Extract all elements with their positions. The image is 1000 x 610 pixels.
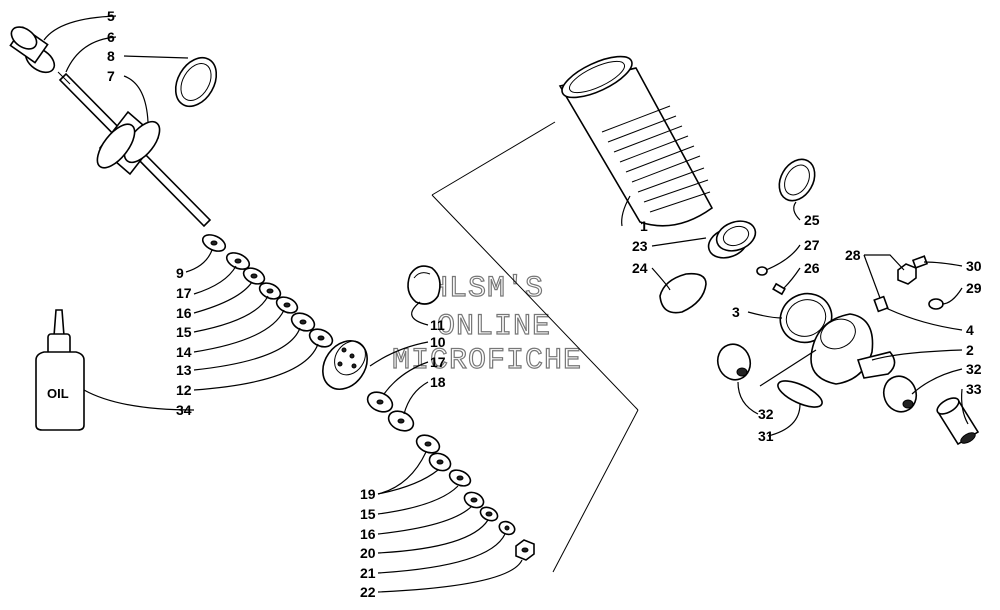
- bushing-32b: [882, 375, 918, 413]
- washer-21: [498, 520, 516, 536]
- washer-17b: [366, 391, 394, 413]
- callout-29: 29: [966, 280, 982, 296]
- leader-lines: [43, 15, 969, 593]
- washer-18: [387, 410, 415, 432]
- washer-20: [479, 506, 499, 522]
- callout-6: 6: [107, 29, 115, 45]
- callout-12: 12: [176, 382, 192, 398]
- callout-7: 7: [107, 68, 115, 84]
- callout-1: 1: [640, 218, 648, 234]
- callout-32-right: 32: [966, 361, 982, 377]
- o-ring: [174, 56, 218, 108]
- assembly-bracket: [431, 121, 639, 573]
- washer-9: [201, 234, 227, 252]
- valve-assembly: [873, 255, 944, 313]
- callout-16-lower: 16: [360, 526, 376, 542]
- callout-14: 14: [176, 344, 192, 360]
- washer-19b: [428, 452, 452, 472]
- piston-assembly: [322, 265, 441, 390]
- callout-30: 30: [966, 258, 982, 274]
- spring-adjuster: [707, 220, 757, 259]
- o-ring-27: [756, 266, 768, 276]
- callout-32-left: 32: [758, 406, 774, 422]
- callout-20: 20: [360, 545, 376, 561]
- callout-17-upper: 17: [176, 285, 192, 301]
- callout-16-upper: 16: [176, 305, 192, 321]
- lock-nut-22: [515, 539, 535, 561]
- callout-15-lower: 15: [360, 506, 376, 522]
- watermark-line-1: HLSM'S: [430, 272, 544, 306]
- callout-21: 21: [360, 565, 376, 581]
- spacer-31: [777, 380, 823, 408]
- screw-26: [772, 282, 786, 296]
- callout-3: 3: [732, 304, 740, 320]
- callout-33: 33: [966, 381, 982, 397]
- bushing-32a: [716, 343, 752, 381]
- callout-9: 9: [176, 265, 184, 281]
- watermark-line-3: MICROFICHE: [392, 344, 582, 378]
- callout-31: 31: [758, 428, 774, 444]
- callout-25: 25: [804, 212, 820, 228]
- callout-23: 23: [632, 238, 648, 254]
- callout-22: 22: [360, 584, 376, 600]
- retaining-clip: [659, 272, 707, 314]
- callout-34: 34: [176, 402, 192, 418]
- watermark: HLSM'S ONLINE MICROFICHE: [391, 271, 582, 378]
- washer-19a: [415, 434, 441, 454]
- callout-27: 27: [804, 237, 820, 253]
- callout-24: 24: [632, 260, 648, 276]
- callout-26: 26: [804, 260, 820, 276]
- oil-bottle: OIL: [35, 309, 85, 431]
- washer-15b: [448, 469, 472, 487]
- callout-13: 13: [176, 362, 192, 378]
- callout-19: 19: [360, 486, 376, 502]
- callout-11: 11: [430, 317, 445, 333]
- o-ring-25: [778, 158, 816, 202]
- callout-8: 8: [107, 48, 115, 64]
- sleeve-33: [936, 397, 980, 446]
- washer-14: [275, 296, 299, 314]
- callout-10: 10: [430, 334, 446, 350]
- shock-body: [558, 55, 714, 227]
- callout-15-upper: 15: [176, 324, 192, 340]
- end-cap-assembly: [779, 292, 896, 385]
- seal-head: [96, 110, 161, 176]
- callout-28: 28: [845, 247, 861, 263]
- callout-numbers: 5 6 8 7 9 17 16 15 14 13 12 34 11 10 17 …: [107, 8, 982, 600]
- oil-label: OIL: [47, 386, 69, 401]
- washer-16b: [463, 491, 485, 509]
- callout-2: 2: [966, 342, 974, 358]
- callout-4: 4: [966, 322, 974, 338]
- piston-rod-assembly: [9, 26, 218, 228]
- rod-end-bushing: [9, 26, 56, 74]
- watermark-line-2: ONLINE: [437, 310, 551, 344]
- shim-stack-lower: [366, 391, 535, 561]
- shim-stack-upper: [201, 234, 334, 348]
- callout-17-lower: 17: [430, 354, 446, 370]
- callout-5: 5: [107, 8, 115, 24]
- washer-12: [308, 328, 334, 348]
- callout-18: 18: [430, 374, 446, 390]
